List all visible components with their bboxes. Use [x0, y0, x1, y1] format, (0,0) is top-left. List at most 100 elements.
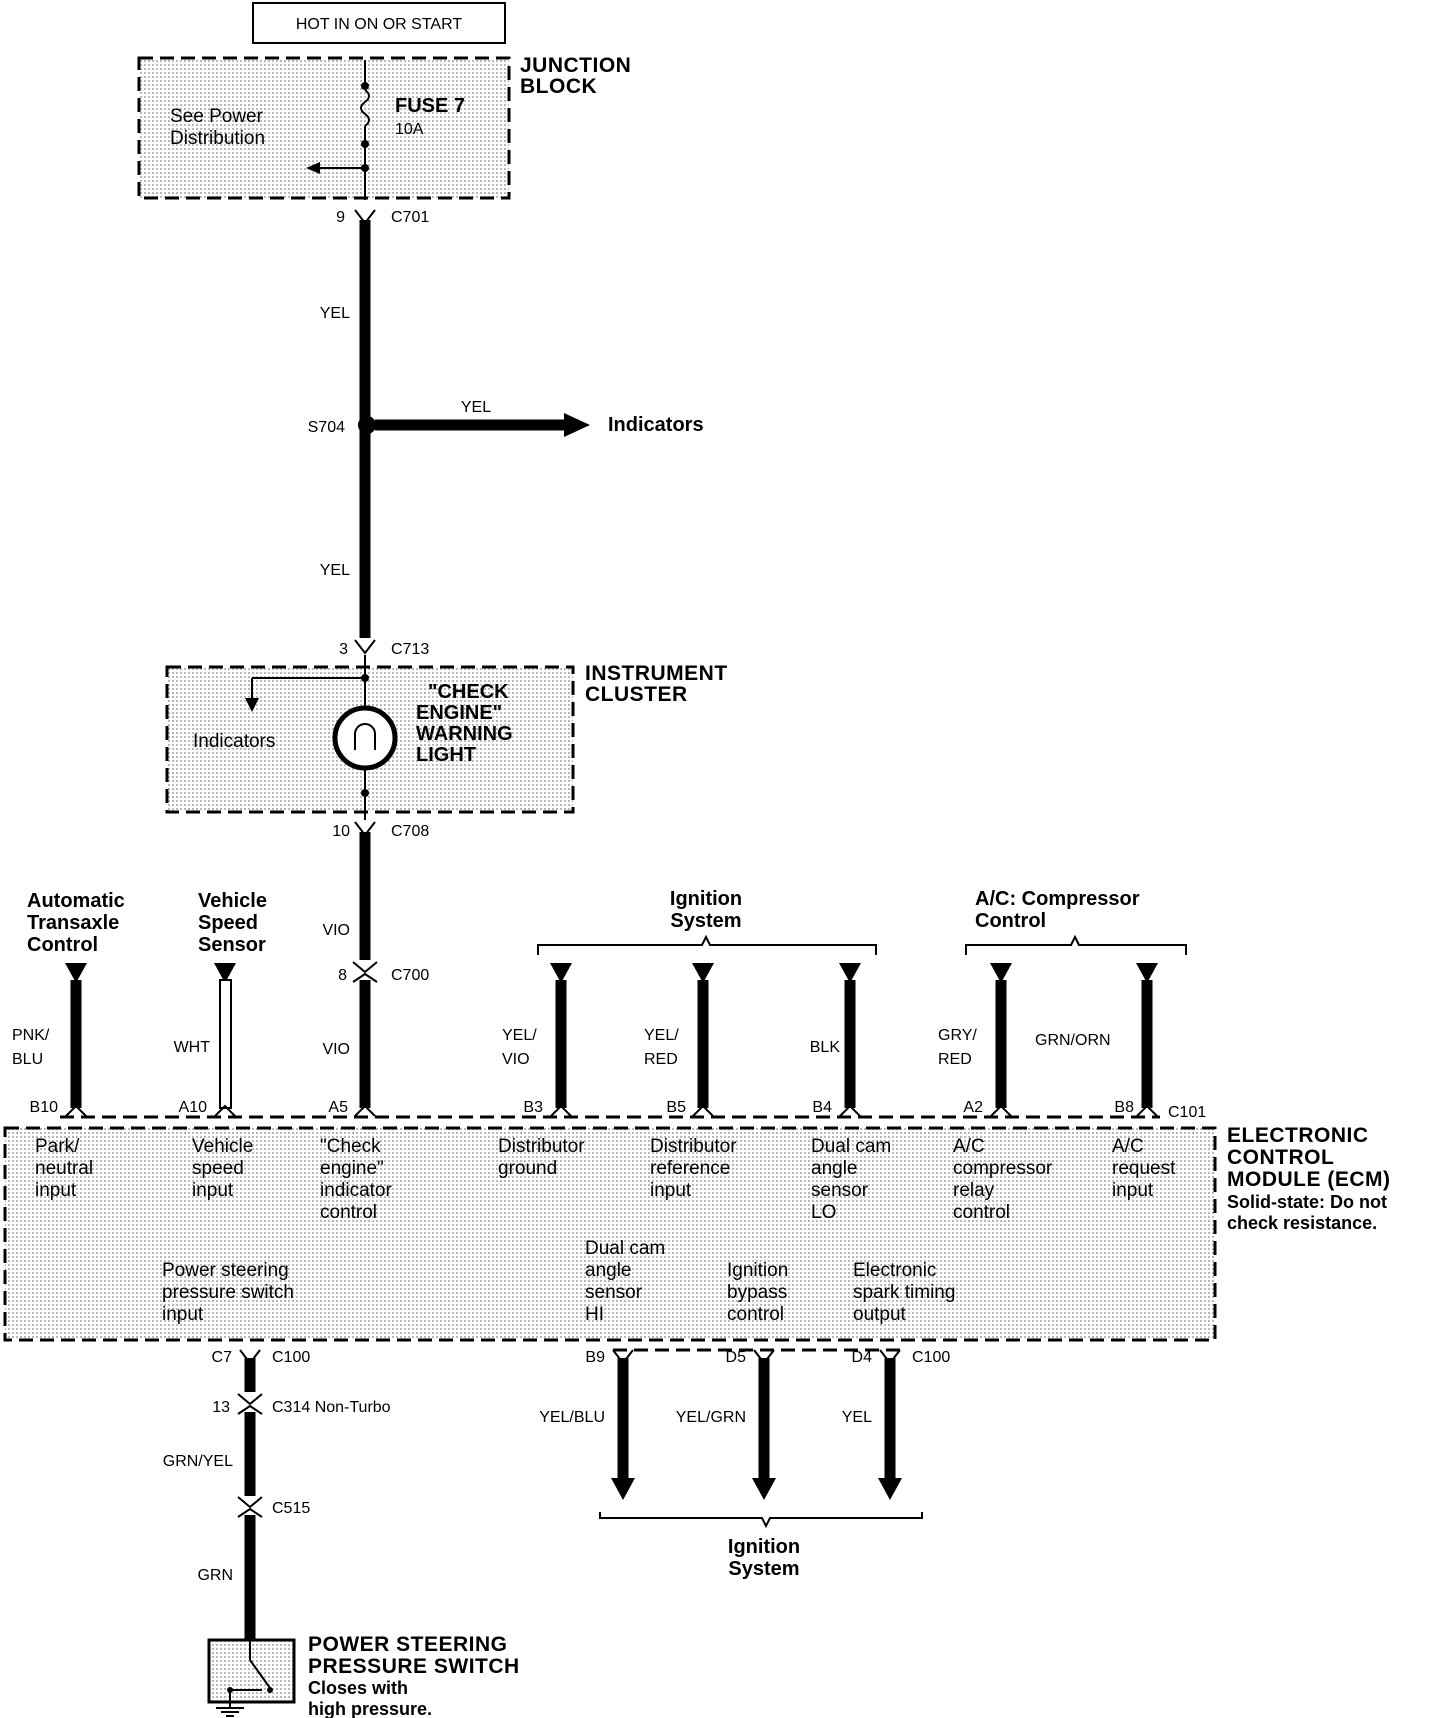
c708-pin: 10 [332, 823, 350, 840]
wire-vio-upper: VIO [322, 922, 350, 939]
ecm-acr-4: control [953, 1202, 1010, 1223]
bottom-ignition-label-1: Ignition [728, 1536, 800, 1558]
ecm-dlo-1: Dual cam [811, 1136, 891, 1157]
connector-c515 [237, 1496, 263, 1518]
ecm-est-1: Electronic [853, 1260, 936, 1281]
cluster-indicators-label: Indicators [193, 731, 275, 752]
pin-b3: B3 [523, 1099, 543, 1116]
ecm-dhi-4: HI [585, 1304, 604, 1325]
pin-a5: A5 [328, 1099, 348, 1116]
wire-yel-blu: YEL/BLU [539, 1409, 605, 1426]
wire-grn-yel: GRN/YEL [163, 1453, 233, 1470]
ecm-note-2: check resistance. [1227, 1213, 1377, 1233]
c314-label: C314 Non-Turbo [272, 1399, 391, 1416]
ecm-dlo-4: LO [811, 1202, 836, 1223]
pin-a2: A2 [963, 1099, 983, 1116]
c700-label: C700 [391, 967, 429, 984]
power-source-box [252, 2, 506, 44]
vss-label-1: Vehicle [198, 890, 267, 912]
c101-label: C101 [1168, 1104, 1206, 1121]
ac-label-2: Control [975, 910, 1046, 932]
ign-upper-label-1: Ignition [670, 888, 742, 910]
wire-yel-red-2: RED [644, 1051, 678, 1068]
atc-label-1: Automatic [27, 890, 125, 912]
wire-yel-branch: YEL [461, 399, 491, 416]
ecm-dhi-1: Dual cam [585, 1238, 665, 1259]
ecm-park-3: input [35, 1180, 77, 1201]
instrument-cluster-title-1: INSTRUMENT [585, 662, 728, 685]
light-label-1: "CHECK [428, 681, 509, 703]
connector-c713 [354, 639, 376, 655]
ignition-brace [537, 934, 877, 955]
ground-icon [216, 1704, 244, 1717]
c701-label: C701 [391, 209, 429, 226]
wire-grn-orn: GRN/ORN [1035, 1032, 1111, 1049]
wire-blk: BLK [810, 1039, 841, 1056]
c515-label: C515 [272, 1500, 310, 1517]
light-label-3: WARNING [416, 723, 513, 745]
ecm-ib-1: Ignition [727, 1260, 788, 1281]
light-label-2: ENGINE" [416, 702, 502, 724]
bottom-ignition-brace [599, 1512, 923, 1529]
ecm-vs-1: Vehicle [192, 1136, 253, 1157]
ecm-ce-1: "Check [320, 1136, 381, 1157]
wire-pnk-blu-1: PNK/ [12, 1027, 50, 1044]
ecm-acr-3: relay [953, 1180, 995, 1201]
cluster-internal-wiring [245, 655, 369, 820]
ecm-dlo-2: angle [811, 1158, 858, 1179]
ecm-ce-4: control [320, 1202, 377, 1223]
pin-b4: B4 [812, 1099, 832, 1116]
c100-right-label: C100 [912, 1349, 950, 1366]
indicators-label: Indicators [608, 414, 704, 436]
c314-pin: 13 [212, 1399, 230, 1416]
light-label-4: LIGHT [416, 744, 476, 766]
atc-label-3: Control [27, 934, 98, 956]
c700-pin: 8 [338, 967, 347, 984]
pin-d5: D5 [726, 1349, 747, 1366]
wire-yel-top: YEL [320, 305, 350, 322]
ecm-acq-1: A/C [1112, 1136, 1144, 1157]
ecm-acr-1: A/C [953, 1136, 985, 1157]
vss-label-3: Sensor [198, 934, 266, 956]
ecm-title-2: CONTROL [1227, 1146, 1334, 1169]
fuse-rating: 10A [395, 121, 424, 138]
ps-switch-title-2: PRESSURE SWITCH [308, 1655, 520, 1678]
wire-wht-line [219, 979, 232, 1109]
wire-wht: WHT [174, 1039, 211, 1056]
ps-switch-title-1: POWER STEERING [308, 1633, 508, 1656]
ecm-dhi-2: angle [585, 1260, 632, 1281]
ecm-ps-1: Power steering [162, 1260, 289, 1281]
wire-yel-vio-2: VIO [502, 1051, 530, 1068]
source-arrowheads [65, 963, 1158, 983]
indicators-arrow [564, 413, 590, 437]
ecm-ce-2: engine" [320, 1158, 384, 1179]
ecm-pin-forks [65, 1104, 1158, 1117]
wire-yel-low: YEL [842, 1409, 872, 1426]
splice-s704 [358, 416, 376, 434]
ac-brace [965, 934, 1187, 955]
fuse-name: FUSE 7 [395, 95, 465, 117]
ecm-ib-3: control [727, 1304, 784, 1325]
ign-upper-label-2: System [670, 910, 741, 932]
ecm-acq-2: request [1112, 1158, 1176, 1179]
junction-block-title-2: BLOCK [520, 75, 597, 98]
ecm-title-1: ELECTRONIC [1227, 1124, 1369, 1147]
c713-pin: 3 [339, 641, 348, 658]
junction-block-title-1: JUNCTION [520, 54, 631, 77]
pin-b8: B8 [1114, 1099, 1134, 1116]
pin-a10: A10 [179, 1099, 208, 1116]
ecm-ib-2: bypass [727, 1282, 787, 1303]
instrument-cluster-title-2: CLUSTER [585, 683, 688, 706]
ecm-est-2: spark timing [853, 1282, 955, 1303]
wire-vio-lower: VIO [322, 1041, 350, 1058]
s704-label: S704 [308, 419, 345, 436]
ps-switch-icon [227, 1640, 273, 1704]
atc-label-2: Transaxle [27, 912, 119, 934]
ecm-note-1: Solid-state: Do not [1227, 1192, 1387, 1212]
wire-yel-mid: YEL [320, 562, 350, 579]
ps-switch-note-2: high pressure. [308, 1699, 432, 1718]
fuse-7-symbol [306, 60, 370, 200]
ecm-dg-1: Distributor [498, 1136, 585, 1157]
ecm-dr-1: Distributor [650, 1136, 737, 1157]
c701-pin: 9 [336, 209, 345, 226]
